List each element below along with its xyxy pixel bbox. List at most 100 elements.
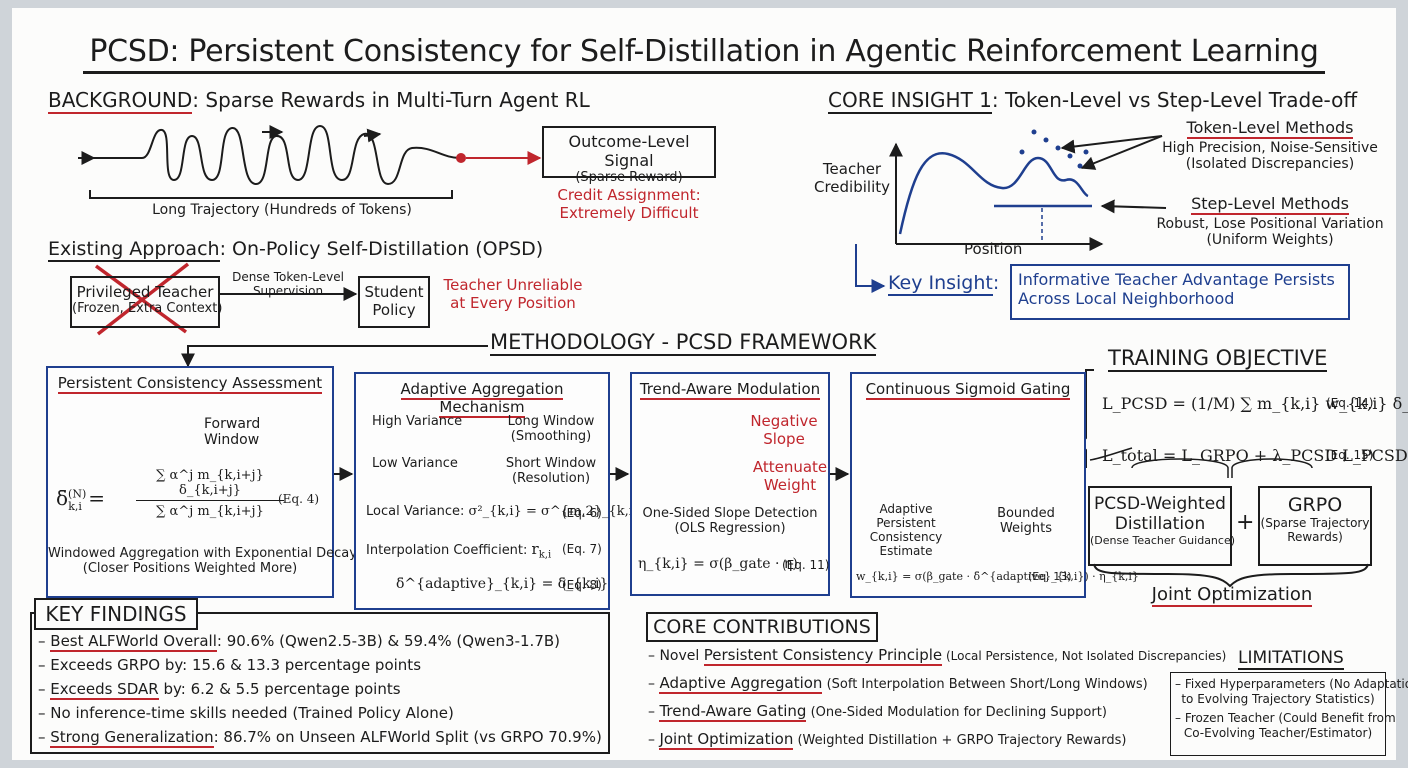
contribution-item: – Trend-Aware Gating (One-Sided Modulati… bbox=[648, 702, 1107, 722]
token-line-1: High Precision, Noise-Sensitive bbox=[1162, 140, 1378, 156]
teacher-title: Privileged Teacher bbox=[76, 283, 214, 301]
sigmoid-output-label: Bounded Weights bbox=[986, 506, 1066, 536]
student-title: Student bbox=[364, 283, 424, 301]
box3-caption: One-Sided Slope Detection (OLS Regressio… bbox=[632, 506, 828, 536]
teacher-unreliable: Teacher Unreliable at Every Position bbox=[432, 276, 594, 312]
limitation-1-line-2: to Evolving Trajectory Statistics) bbox=[1181, 692, 1375, 706]
dense-line-2: Supervision bbox=[252, 284, 324, 298]
findings-list: – Best ALFWorld Overall: 90.6% (Qwen2.5-… bbox=[38, 632, 608, 752]
contribution-highlight: Adaptive Aggregation bbox=[659, 674, 823, 694]
grpo-line-2: (Sparse Trajectory bbox=[1260, 516, 1370, 530]
box-adaptive-aggregation: Adaptive Aggregation Mechanism High Vari… bbox=[354, 372, 641, 610]
training-heading: TRAINING OBJECTIVE bbox=[1108, 346, 1328, 372]
box1-equation: δ̄(N)k,i = ∑ α^j m_{k,i+j} δ_{k,i+j} ∑ α… bbox=[56, 468, 320, 519]
negative-line-2: Slope bbox=[763, 430, 805, 448]
background-heading: BACKGROUND: Sparse Rewards in Multi-Turn… bbox=[48, 88, 590, 114]
joint-optimization-text: Joint Optimization bbox=[1151, 584, 1313, 607]
step-line-2: (Uniform Weights) bbox=[1206, 232, 1334, 248]
box3-title: Trend-Aware Modulation bbox=[639, 380, 821, 400]
interp-symbol: r bbox=[531, 540, 539, 558]
existing-heading-label: Existing Approach bbox=[48, 238, 220, 262]
grpo-line-1: GRPO bbox=[1287, 494, 1343, 516]
dense-line-1: Dense Token-Level bbox=[232, 270, 344, 284]
local-variance-label: Local Variance: bbox=[366, 504, 465, 519]
finding-item: – Strong Generalization: 86.7% on Unseen… bbox=[38, 728, 602, 748]
key-insight-line-1: Informative Teacher Advantage Persists bbox=[1018, 270, 1335, 289]
trajectory-bracket bbox=[89, 190, 453, 199]
eq4-numerator: ∑ α^j m_{k,i+j} δ_{k,i+j} bbox=[136, 468, 284, 501]
short-window-label: Short Window bbox=[505, 456, 597, 471]
step-level-note: Step-Level Methods Robust, Lose Position… bbox=[1152, 194, 1388, 248]
limitation-item: – Frozen Teacher (Could Benefit from bbox=[1175, 711, 1396, 725]
pcsd-line-1: PCSD-Weighted bbox=[1094, 494, 1226, 514]
sig-left-1: Adaptive bbox=[879, 502, 933, 516]
contribution-item: – Joint Optimization (Weighted Distillat… bbox=[648, 730, 1127, 750]
eq15-tag: (Eq. 15) bbox=[1326, 448, 1374, 462]
finding-text: : 90.6% (Qwen2.5-3B) & 59.4% (Qwen3-1.7B… bbox=[216, 632, 560, 650]
eq15: L_total = L_GRPO + λ_PCSD L_PCSD bbox=[1102, 446, 1408, 465]
negative-line-1: Negative bbox=[750, 412, 818, 430]
token-curve bbox=[898, 152, 1089, 235]
long-window-label: Long Window bbox=[507, 414, 595, 429]
contributions-heading-box: CORE CONTRIBUTIONS bbox=[646, 612, 878, 642]
interp-sub: k,i bbox=[538, 549, 552, 561]
sig-right-1: Bounded bbox=[997, 506, 1055, 521]
attenuate-line-2: Weight bbox=[763, 476, 817, 494]
high-variance-label: High Variance bbox=[372, 414, 463, 429]
finding-text: Exceeds GRPO by: 15.6 & 13.3 percentage … bbox=[50, 656, 422, 674]
eq11: η_{k,i} = σ(β_gate · η) bbox=[638, 556, 798, 572]
finding-item: – Best ALFWorld Overall: 90.6% (Qwen2.5-… bbox=[38, 632, 560, 652]
forward-window-label: Forward Window bbox=[204, 416, 260, 448]
outcome-signal-sub: (Sparse Reward) bbox=[575, 170, 683, 185]
contribution-text: (One-Sided Modulation for Declining Supp… bbox=[806, 705, 1107, 720]
box3-caption-2: (OLS Regression) bbox=[674, 521, 786, 536]
box3-caption-1: One-Sided Slope Detection bbox=[642, 506, 818, 521]
sig-right-2: Weights bbox=[999, 521, 1053, 536]
smoothing-label: (Smoothing) bbox=[510, 429, 592, 444]
box1-caption: Windowed Aggregation with Exponential De… bbox=[48, 546, 357, 576]
contribution-text: (Soft Interpolation Between Short/Long W… bbox=[822, 677, 1148, 692]
key-insight-label: Key Insight: bbox=[888, 272, 999, 296]
joint-optimization-label: Joint Optimization bbox=[1132, 584, 1332, 607]
limitations-heading-text: LIMITATIONS bbox=[1238, 648, 1344, 670]
dense-supervision-label: Dense Token-Level Supervision bbox=[218, 270, 358, 298]
existing-heading-rest: : On-Policy Self-Distillation (OPSD) bbox=[219, 238, 544, 260]
joint-brace bbox=[1093, 563, 1369, 588]
eq8-tag: (Eq. 8) bbox=[562, 578, 602, 592]
pcsd-line-3: (Dense Teacher Guidance) bbox=[1090, 534, 1236, 547]
sig-left-2: Persistent bbox=[876, 516, 936, 530]
outcome-signal-title: Outcome-Level Signal bbox=[568, 132, 690, 170]
trajectory-label: Long Trajectory (Hundreds of Tokens) bbox=[152, 202, 412, 218]
unreliable-line-2: at Every Position bbox=[450, 294, 576, 312]
background-heading-rest: : Sparse Rewards in Multi-Turn Agent RL bbox=[192, 88, 590, 112]
pcsd-distillation-box: PCSD-Weighted Distillation (Dense Teache… bbox=[1088, 486, 1236, 566]
contribution-item: – Novel Persistent Consistency Principle… bbox=[648, 646, 1227, 666]
unreliable-line-1: Teacher Unreliable bbox=[443, 276, 583, 294]
contribution-highlight: Joint Optimization bbox=[659, 730, 794, 750]
eq14-tag: (Eq. 14) bbox=[1326, 396, 1374, 410]
credit-line-2: Extremely Difficult bbox=[559, 204, 699, 222]
training-heading-text: TRAINING OBJECTIVE bbox=[1108, 346, 1328, 372]
ylabel-line-2: Credibility bbox=[813, 178, 890, 196]
short-window: Short Window (Resolution) bbox=[496, 456, 606, 486]
attenuate-weight-label: Attenuate Weight bbox=[748, 458, 832, 494]
grpo-box: GRPO (Sparse Trajectory Rewards) bbox=[1258, 486, 1372, 566]
limitations-panel: – Fixed Hyperparameters (No Adaptation t… bbox=[1170, 672, 1408, 756]
sig-left-3: Consistency bbox=[869, 530, 943, 544]
insight-heading: CORE INSIGHT 1: Token-Level vs Step-Leve… bbox=[828, 88, 1357, 114]
key-insight-line-2: Across Local Neighborhood bbox=[1018, 289, 1235, 308]
contribution-text: (Local Persistence, Not Isolated Discrep… bbox=[942, 649, 1227, 663]
insight-heading-label: CORE INSIGHT 1 bbox=[828, 88, 992, 114]
interp-label: Interpolation Coefficient: bbox=[366, 543, 528, 558]
local-variance-eq: σ²_{k,i} = σ^{m,2}_{k,i} bbox=[468, 504, 642, 519]
plus-sign: + bbox=[1236, 510, 1255, 535]
background-heading-label: BACKGROUND bbox=[48, 88, 193, 114]
low-variance-label: Low Variance bbox=[372, 456, 458, 471]
sigmoid-input-label: Adaptive Persistent Consistency Estimate bbox=[868, 502, 944, 558]
teacher-sub: (Frozen, Extra Context) bbox=[72, 301, 223, 316]
finding-highlight: Strong Generalization bbox=[50, 728, 214, 748]
token-title: Token-Level Methods bbox=[1186, 118, 1354, 139]
credit-line-1: Credit Assignment: bbox=[557, 186, 701, 204]
step-line-1: Robust, Lose Positional Variation bbox=[1156, 216, 1384, 232]
finding-text: by: 6.2 & 5.5 percentage points bbox=[158, 680, 401, 698]
